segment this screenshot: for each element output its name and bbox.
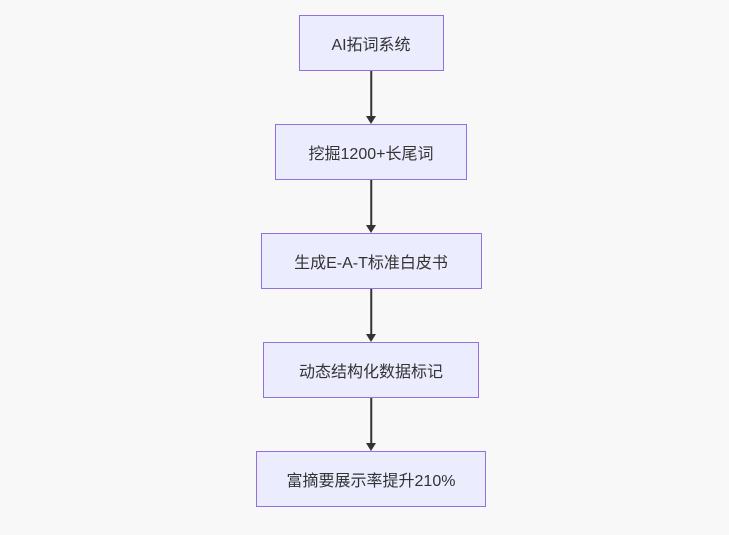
flowchart: AI拓词系统 挖掘1200+长尾词 生成E-A-T标准白皮书 动态结构化数据标记… (256, 15, 486, 507)
flow-edge-3 (365, 289, 377, 342)
flow-node-rich-snippet-rate-increase: 富摘要展示率提升210% (256, 451, 486, 507)
flow-node-ai-word-expansion-system: AI拓词系统 (298, 15, 444, 71)
arrow-line (370, 289, 372, 335)
arrow-line (370, 398, 372, 444)
flow-node-longtail-keyword-mining: 挖掘1200+长尾词 (275, 124, 467, 180)
flow-node-eat-whitepaper-generation: 生成E-A-T标准白皮书 (260, 233, 482, 289)
arrow-line (370, 180, 372, 226)
flow-edge-2 (365, 180, 377, 233)
flow-edge-1 (365, 71, 377, 124)
arrow-head-icon (366, 334, 376, 342)
arrow-line (370, 71, 372, 117)
arrow-head-icon (366, 443, 376, 451)
flow-edge-4 (365, 398, 377, 451)
arrow-head-icon (366, 225, 376, 233)
flow-node-dynamic-structured-data-markup: 动态结构化数据标记 (263, 342, 479, 398)
arrow-head-icon (366, 116, 376, 124)
